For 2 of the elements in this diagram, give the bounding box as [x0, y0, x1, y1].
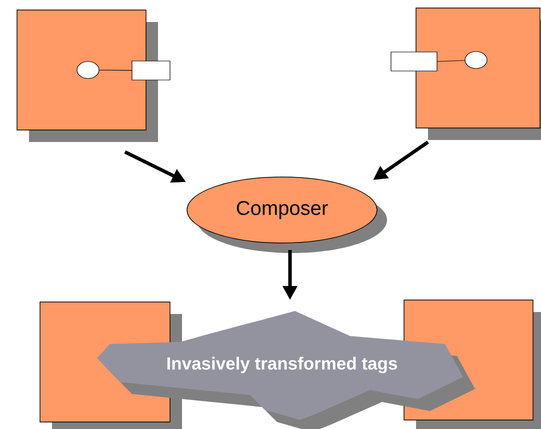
component-box	[16, 10, 170, 142]
component-box	[390, 8, 541, 140]
